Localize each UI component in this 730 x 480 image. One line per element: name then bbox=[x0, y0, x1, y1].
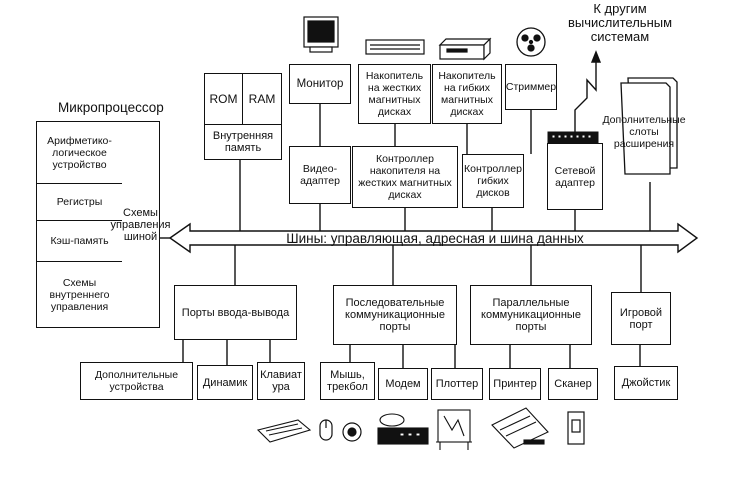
joystick-block: Джойстик bbox=[614, 366, 678, 400]
plotter-icon bbox=[436, 409, 472, 450]
expansion-cards-icon bbox=[620, 77, 678, 175]
hdd-block: Накопитель на жестких магнитных дисках bbox=[358, 64, 431, 124]
network-hub-icon bbox=[547, 131, 599, 144]
other-systems-label: К другим вычислительным системам bbox=[567, 1, 673, 44]
mouse-block: Мышь, трекбол bbox=[320, 362, 375, 400]
parallel-ports-block: Параллельные коммуникационные порты bbox=[470, 285, 592, 345]
network-link-zigzag bbox=[574, 55, 597, 132]
network-arrow-head bbox=[590, 50, 602, 63]
cpu-title: Микропроцессор bbox=[58, 100, 164, 115]
system-bus-label: Шины: управляющая, адресная и шина данны… bbox=[286, 231, 584, 246]
network-adapter-block: Сетевой адаптер bbox=[547, 143, 603, 210]
monitor-block: Монитор bbox=[289, 64, 351, 104]
game-port-block: Игровой порт bbox=[611, 292, 671, 345]
io-ports-block: Порты ввода-вывода bbox=[174, 285, 297, 340]
cpu-alu: Арифметико-логическое устройство bbox=[36, 121, 123, 184]
scanner-block: Сканер bbox=[548, 368, 598, 400]
expansion-slots-label: Дополнительные слоты расширения bbox=[602, 114, 686, 150]
hdd-controller-block: Контроллер накопителя на жестких магнитн… bbox=[352, 146, 458, 208]
ram-block: RAM bbox=[242, 73, 282, 125]
internal-memory: Внутренняя память bbox=[204, 124, 282, 160]
fdd-block: Накопитель на гибких магнитных дисках bbox=[432, 64, 502, 124]
scanner-icon bbox=[567, 411, 585, 445]
floppy-drive-icon bbox=[438, 37, 492, 61]
keyboard-block: Клавиатура bbox=[257, 362, 305, 400]
cpu-internal-control: Схемы внутреннего управления bbox=[36, 261, 123, 328]
video-adapter-block: Видео-адаптер bbox=[289, 146, 351, 204]
plotter-block: Плоттер bbox=[431, 368, 483, 400]
speaker-block: Динамик bbox=[197, 365, 253, 400]
printer-icon bbox=[491, 407, 549, 449]
modem-icon bbox=[377, 413, 429, 445]
hdd-icon bbox=[365, 39, 425, 55]
fdd-controller-block: Контроллер гибких дисков bbox=[462, 154, 524, 208]
modem-block: Модем bbox=[378, 368, 428, 400]
streamer-block: Стриммер bbox=[505, 64, 557, 110]
keyboard-icon bbox=[256, 419, 312, 443]
serial-ports-block: Последовательные коммуникационные порты bbox=[333, 285, 457, 345]
printer-block: Принтер bbox=[489, 368, 541, 400]
system-bus-arrow bbox=[168, 222, 699, 254]
mouse-icon bbox=[319, 419, 362, 442]
extra-devices-block: Дополнительные устройства bbox=[80, 362, 193, 400]
cpu-registers: Регистры bbox=[36, 183, 123, 221]
cpu-bus-control: Схемы управления шиной bbox=[111, 121, 171, 328]
rom-block: ROM bbox=[204, 73, 243, 125]
tape-reel-icon bbox=[516, 27, 546, 57]
monitor-icon bbox=[303, 16, 339, 53]
